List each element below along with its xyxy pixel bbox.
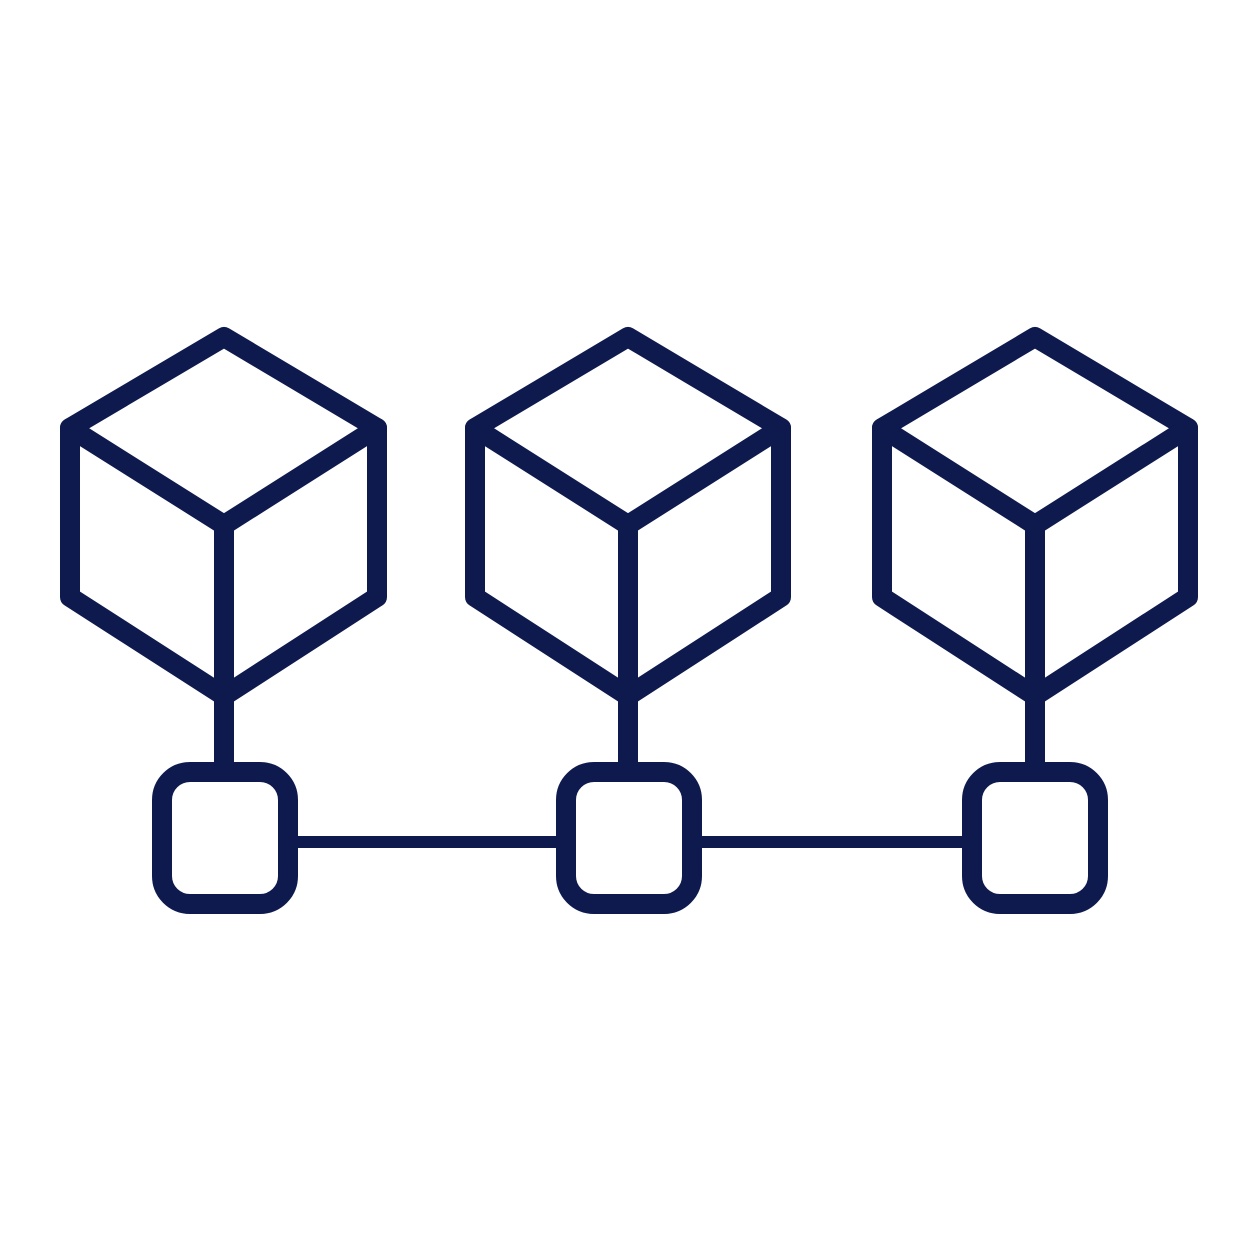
cube-icon xyxy=(465,327,791,706)
node-square xyxy=(962,762,1108,914)
node-square xyxy=(556,762,702,914)
cube-icon xyxy=(872,327,1198,706)
node-square xyxy=(152,762,298,914)
cube-icon xyxy=(60,327,387,706)
